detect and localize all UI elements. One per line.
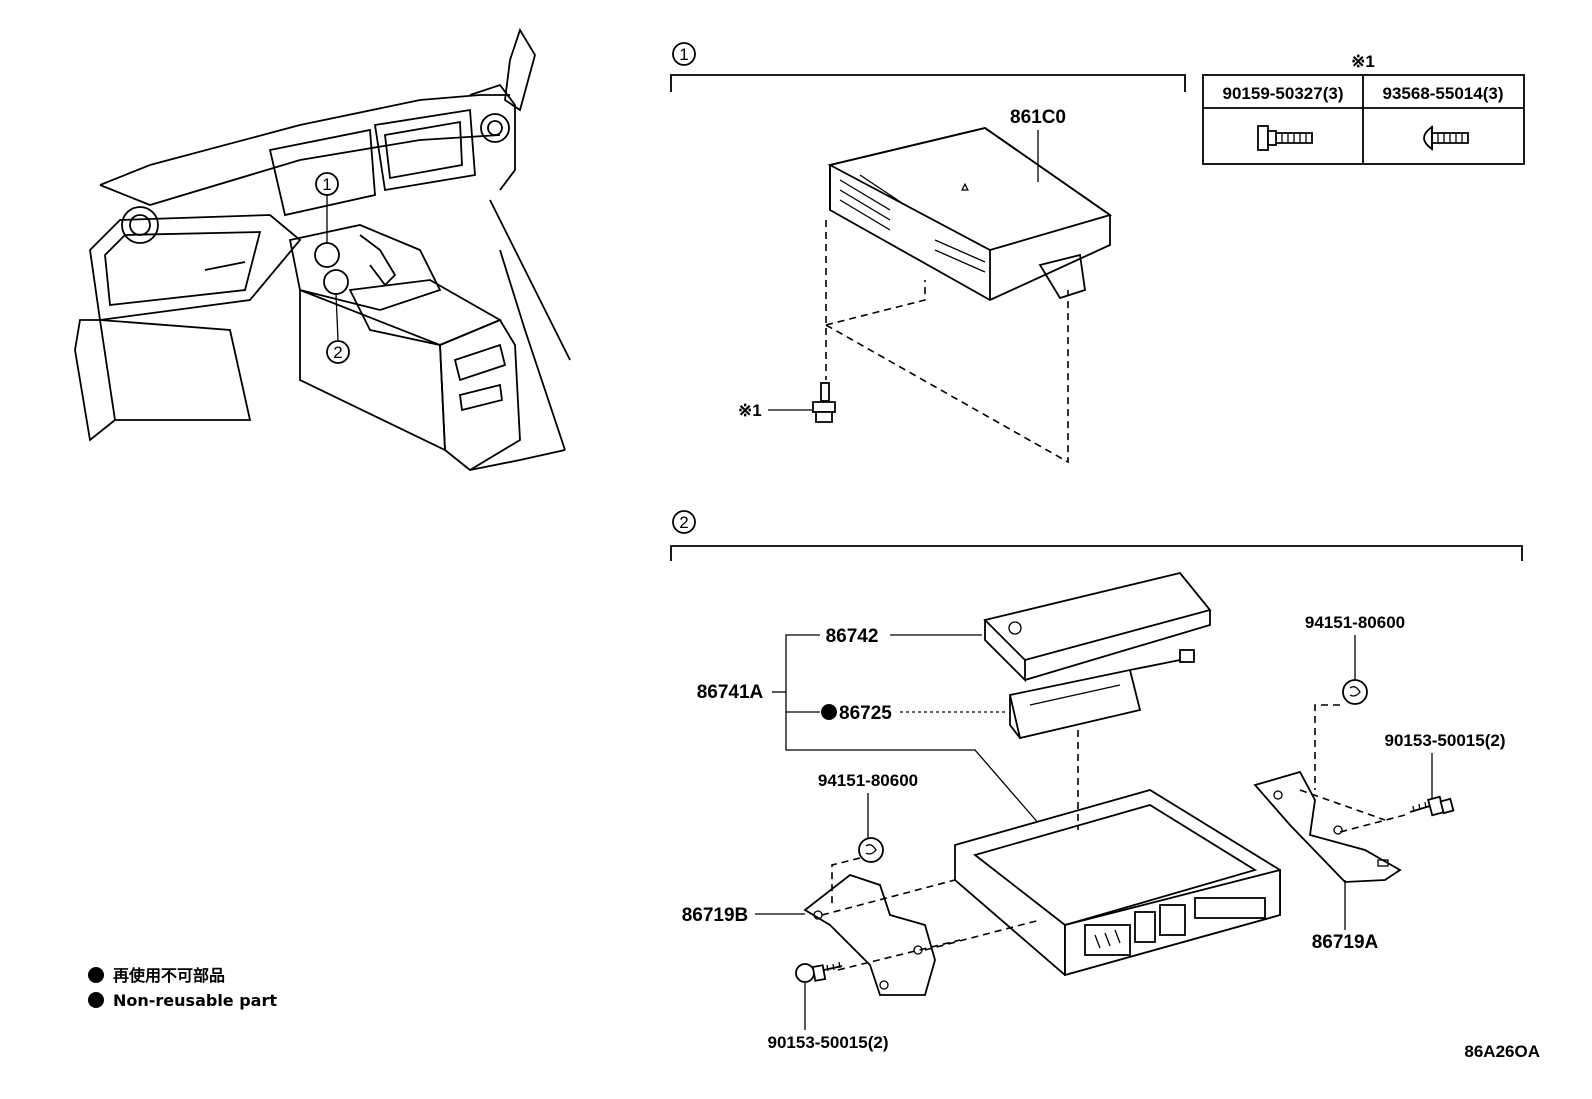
section-two-marker: 2 [672,510,696,534]
clip-94151-left [858,837,884,863]
bolt-note1 [812,382,836,423]
label-86741A: 86741A [697,682,764,703]
label-94151-left: 94151-80600 [818,771,918,790]
section-two-bracket [670,545,1523,561]
legend-dot-en [88,992,104,1008]
label-90153-right: 90153-50015(2) [1385,731,1506,750]
flange-bolt-icon [1257,125,1313,151]
figure-id: 86A26OA [1464,1042,1540,1061]
dashboard-overview-illustration [74,27,571,472]
legend: 再使用不可部品 Non-reusable part [88,966,277,1010]
section-one-bracket [670,74,1186,92]
bracket-tray [954,789,1281,977]
non-reusable-dot-86725 [821,704,837,720]
label-86742: 86742 [826,626,879,647]
module-861C0: ▲ [827,127,1113,302]
label-94151-right: 94151-80600 [1305,613,1405,632]
label-861C0: 861C0 [1010,107,1066,128]
svg-text:1: 1 [679,45,688,64]
table-note-mark: ※1 [1351,52,1375,71]
label-86719A: 86719A [1312,932,1379,953]
svg-text:1: 1 [322,175,331,194]
table-col1-part-no: 90159-50327(3) [1223,84,1344,103]
part-86725 [1008,649,1196,740]
part-86742 [983,571,1212,683]
legend-text-jp: 再使用不可部品 [113,966,225,985]
overview-callout-one: 1 [315,172,339,196]
svg-text:▲: ▲ [960,182,970,193]
round-head-screw-icon [1423,125,1469,151]
legend-text-en: Non-reusable part [113,991,277,1010]
label-86719B: 86719B [682,905,749,926]
label-86725: 86725 [839,703,892,724]
bolt-90153-right [1409,795,1455,817]
bolt-90153-bottom [795,961,843,983]
label-bolt-note1: ※1 [738,401,762,420]
overview-callout-two: 2 [326,340,350,364]
location-two-highlight [323,269,349,295]
bracket-86719A [1253,770,1402,883]
label-90153-bottom: 90153-50015(2) [768,1033,889,1052]
clip-94151-right [1342,679,1368,705]
location-one-highlight [314,242,340,268]
legend-dot-jp [88,967,104,983]
svg-text:2: 2 [679,513,688,532]
fastener-table: ※1 90159-50327(3) 93568-55014(3) [1202,52,1525,165]
section-one-marker: 1 [672,42,696,66]
table-col2-part-no: 93568-55014(3) [1383,84,1504,103]
svg-text:2: 2 [333,343,342,362]
